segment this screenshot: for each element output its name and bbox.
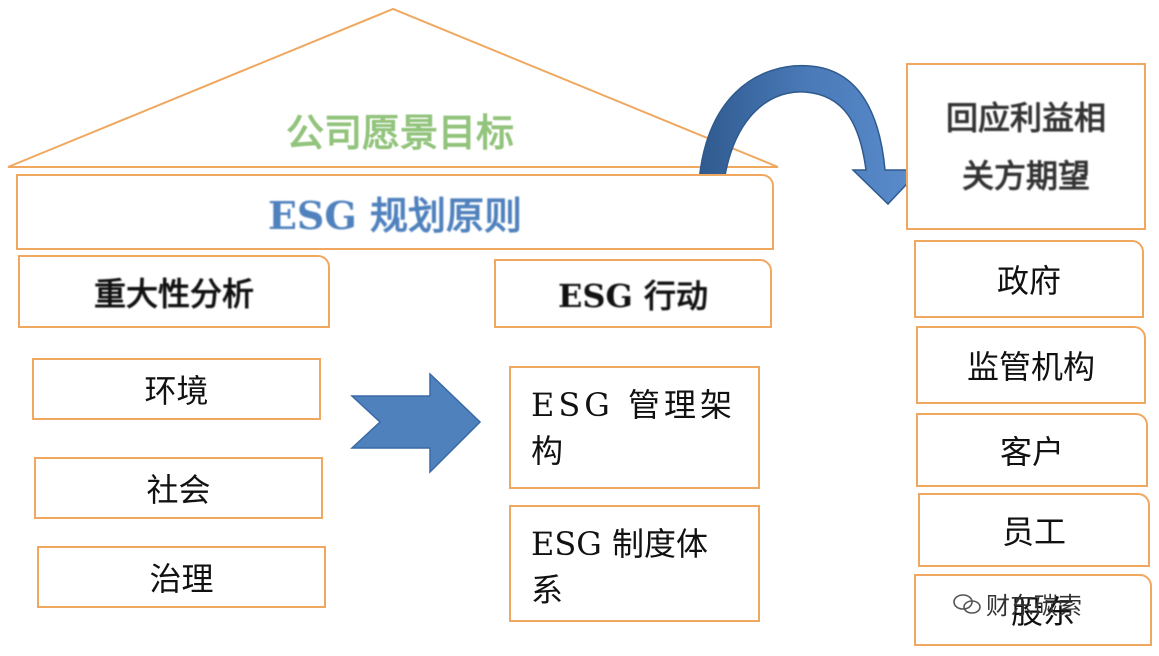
principle-label: ESG 规划原则: [267, 192, 523, 238]
stakeholder-item-employee: 员工: [918, 493, 1150, 567]
wechat-icon: [953, 593, 981, 614]
materiality-item-governance: 治理: [37, 546, 326, 608]
watermark: 财东碳索: [952, 586, 1082, 621]
right-arrow: [350, 372, 482, 474]
stakeholder-item-government: 政府: [914, 240, 1144, 318]
stakeholder-item-customer: 客户: [916, 413, 1148, 487]
materiality-header: 重大性分析: [18, 255, 330, 328]
action-header: ESG 行动: [494, 259, 772, 328]
watermark-text: 财东碳索: [986, 592, 1082, 620]
principle-bar: ESG 规划原则: [16, 174, 774, 250]
action-item-management: ESG 管理架构: [509, 366, 760, 489]
vision-title: 公司愿景目标: [285, 110, 514, 155]
action-item-system: ESG 制度体系: [509, 505, 760, 622]
materiality-item-environment: 环境: [32, 358, 321, 420]
materiality-item-society: 社会: [34, 457, 323, 519]
roof-triangle: [7, 7, 779, 168]
stakeholder-header: 回应利益相关方期望: [906, 63, 1146, 230]
stakeholder-item-shareholder: 股东: [914, 574, 1152, 646]
stakeholder-item-regulator: 监管机构: [916, 326, 1146, 404]
curved-arrow: [697, 64, 922, 206]
